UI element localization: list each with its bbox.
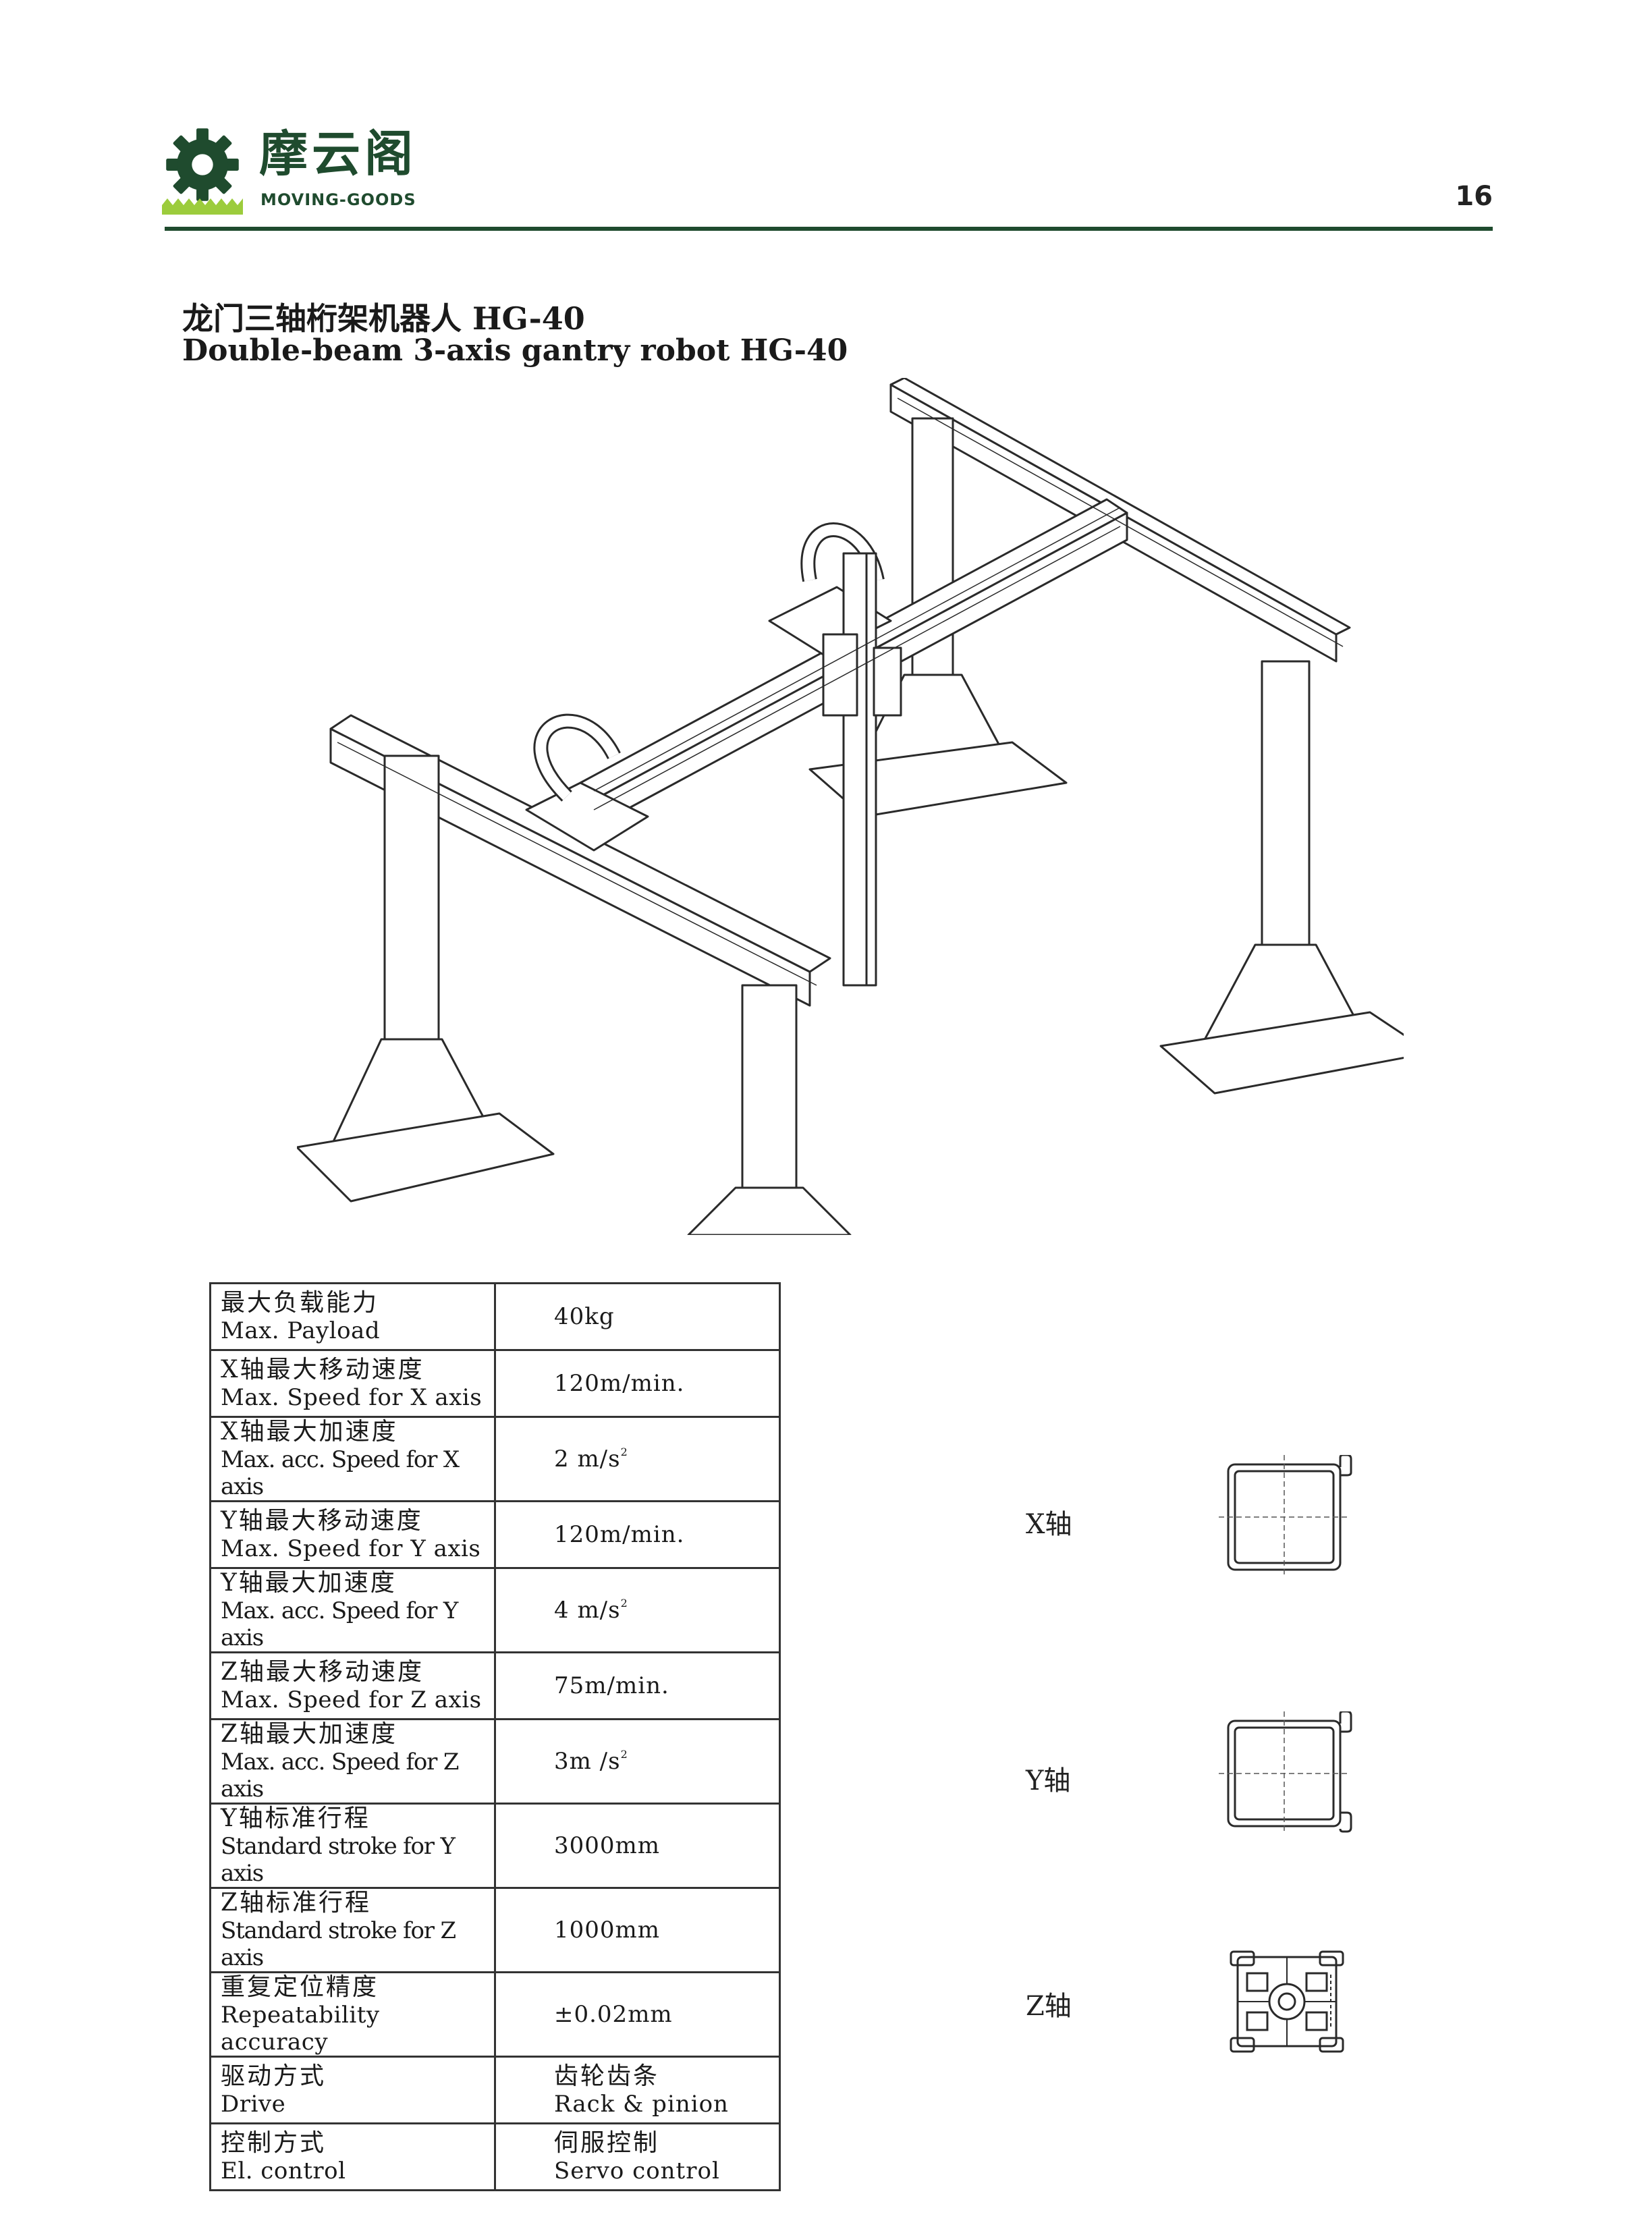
spec-label-en: Standard stroke for Z axis: [221, 1917, 456, 1971]
spec-label-en: Repeatability accuracy: [221, 2002, 380, 2056]
spec-label-cell: 控制方式 El. control: [209, 2122, 496, 2191]
spec-label-cn: 重复定位精度: [221, 1973, 379, 2001]
spec-table: 最大负载能力 Max. Payload 40kg X轴最大移动速度 Max. S…: [209, 1282, 781, 2191]
spec-value-cn: 伺服控制: [554, 2129, 660, 2157]
x-axis-profile-icon: [1219, 1455, 1352, 1576]
spec-label-cell: Y轴最大移动速度 Max. Speed for Y axis: [209, 1500, 496, 1569]
spec-value-exponent: 2: [620, 1748, 628, 1761]
spec-label-cn: X轴最大加速度: [221, 1418, 398, 1446]
spec-label-en: Max. Speed for X axis: [221, 1384, 483, 1411]
gantry-robot-illustration: [297, 378, 1404, 1235]
header-divider: [165, 227, 1493, 231]
spec-value-cell: 3000mm: [494, 1803, 781, 1889]
brand-name-cn: 摩云阁: [259, 126, 418, 182]
spec-label-cell: X轴最大移动速度 Max. Speed for X axis: [209, 1349, 496, 1418]
spec-label-en: Max. Payload: [221, 1317, 381, 1344]
spec-value-cell: 1000mm: [494, 1887, 781, 1973]
spec-value: 1000mm: [554, 1917, 661, 1944]
spec-label-cn: X轴最大移动速度: [221, 1356, 424, 1383]
spec-value-cell: 75m/min.: [494, 1651, 781, 1720]
y-axis-label: Y轴: [1026, 1765, 1071, 1796]
spec-value-cell: 齿轮齿条 Rack & pinion: [494, 2056, 781, 2124]
spec-value-cell: 3m /s2: [494, 1718, 781, 1805]
rack-teeth-icon: [162, 198, 243, 215]
spec-label-en: Drive: [221, 2091, 286, 2118]
table-row: Z轴最大移动速度 Max. Speed for Z axis 75m/min.: [209, 1651, 781, 1720]
table-row: 最大负载能力 Max. Payload 40kg: [209, 1282, 781, 1351]
spec-value: 3m /s: [554, 1748, 621, 1775]
spec-label-cn: Y轴最大移动速度: [221, 1507, 423, 1535]
spec-label-cn: 最大负载能力: [221, 1289, 379, 1317]
spec-label-cell: 驱动方式 Drive: [209, 2056, 496, 2124]
spec-value: 4 m/s: [554, 1597, 621, 1624]
spec-value: ±0.02mm: [554, 2001, 673, 2028]
spec-label-cn: Z轴标准行程: [221, 1889, 372, 1917]
spec-value: 40kg: [554, 1303, 615, 1330]
spec-label-en: Max. acc. Speed for Y axis: [221, 1597, 458, 1651]
table-row: 控制方式 El. control 伺服控制 Servo control: [209, 2122, 781, 2191]
spec-label-cell: 重复定位精度 Repeatability accuracy: [209, 1971, 496, 2058]
z-axis-label: Z轴: [1026, 1991, 1072, 2022]
spec-label-cell: Y轴标准行程 Standard stroke for Y axis: [209, 1803, 496, 1889]
spec-label-cn: Z轴最大加速度: [221, 1720, 398, 1748]
spec-label-cn: Y轴标准行程: [221, 1805, 370, 1832]
spec-value-en: Servo control: [554, 2157, 720, 2184]
spec-value-cell: ±0.02mm: [494, 1971, 781, 2058]
spec-label-cell: 最大负载能力 Max. Payload: [209, 1282, 496, 1351]
spec-value-cell: 120m/min.: [494, 1349, 781, 1418]
table-row: Y轴最大加速度 Max. acc. Speed for Y axis 4 m/s…: [209, 1567, 781, 1653]
table-row: X轴最大加速度 Max. acc. Speed for X axis 2 m/s…: [209, 1416, 781, 1502]
table-row: X轴最大移动速度 Max. Speed for X axis 120m/min.: [209, 1349, 781, 1418]
spec-label-en: Standard stroke for Y axis: [221, 1833, 456, 1887]
spec-label-cn: 驱动方式: [221, 2062, 327, 2090]
spec-value-cell: 伺服控制 Servo control: [494, 2122, 781, 2191]
spec-label-en: El. control: [221, 2157, 346, 2184]
spec-label-cell: Z轴最大加速度 Max. acc. Speed for Z axis: [209, 1718, 496, 1805]
spec-label-en: Max. Speed for Z axis: [221, 1686, 482, 1713]
spec-label-cn: 控制方式: [221, 2129, 327, 2157]
spec-value-cn: 齿轮齿条: [554, 2062, 660, 2090]
spec-label-cn: Z轴最大移动速度: [221, 1658, 424, 1686]
x-axis-label: X轴: [1026, 1509, 1072, 1540]
spec-value-en: Rack & pinion: [554, 2091, 729, 2118]
z-axis-profile-icon: [1230, 1950, 1344, 2053]
page-title-en: Double-beam 3-axis gantry robot HG-40: [182, 333, 848, 368]
spec-value: 75m/min.: [554, 1672, 669, 1699]
spec-value-cell: 2 m/s2: [494, 1416, 781, 1502]
spec-label-en: Max. acc. Speed for Z axis: [221, 1749, 459, 1803]
table-row: 重复定位精度 Repeatability accuracy ±0.02mm: [209, 1971, 781, 2058]
spec-value: 3000mm: [554, 1832, 661, 1859]
page-number: 16: [1455, 181, 1493, 212]
spec-label-cell: Z轴最大移动速度 Max. Speed for Z axis: [209, 1651, 496, 1720]
table-row: Z轴最大加速度 Max. acc. Speed for Z axis 3m /s…: [209, 1718, 781, 1805]
spec-label-cn: Y轴最大加速度: [221, 1569, 397, 1597]
spec-value-exponent: 2: [620, 1446, 628, 1458]
spec-label-cell: X轴最大加速度 Max. acc. Speed for X axis: [209, 1416, 496, 1502]
table-row: Z轴标准行程 Standard stroke for Z axis 1000mm: [209, 1887, 781, 1973]
y-axis-profile-icon: [1219, 1711, 1352, 1833]
table-row: 驱动方式 Drive 齿轮齿条 Rack & pinion: [209, 2056, 781, 2124]
spec-label-cell: Z轴标准行程 Standard stroke for Z axis: [209, 1887, 496, 1973]
spec-label-cell: Y轴最大加速度 Max. acc. Speed for Y axis: [209, 1567, 496, 1653]
spec-value-exponent: 2: [620, 1597, 628, 1610]
brand-name-en: MOVING-GOODS: [260, 190, 416, 209]
spec-label-en: Max. acc. Speed for X axis: [221, 1446, 460, 1500]
spec-value: 120m/min.: [554, 1521, 685, 1548]
spec-value-cell: 4 m/s2: [494, 1567, 781, 1653]
table-row: Y轴最大移动速度 Max. Speed for Y axis 120m/min.: [209, 1500, 781, 1569]
spec-value-cell: 40kg: [494, 1282, 781, 1351]
page-title-cn: 龙门三轴桁架机器人 HG-40: [182, 300, 585, 337]
table-row: Y轴标准行程 Standard stroke for Y axis 3000mm: [209, 1803, 781, 1889]
spec-label-en: Max. Speed for Y axis: [221, 1535, 481, 1562]
spec-value: 120m/min.: [554, 1370, 685, 1397]
spec-value: 2 m/s: [554, 1446, 621, 1473]
gear-icon: [166, 128, 239, 201]
spec-value-cell: 120m/min.: [494, 1500, 781, 1569]
